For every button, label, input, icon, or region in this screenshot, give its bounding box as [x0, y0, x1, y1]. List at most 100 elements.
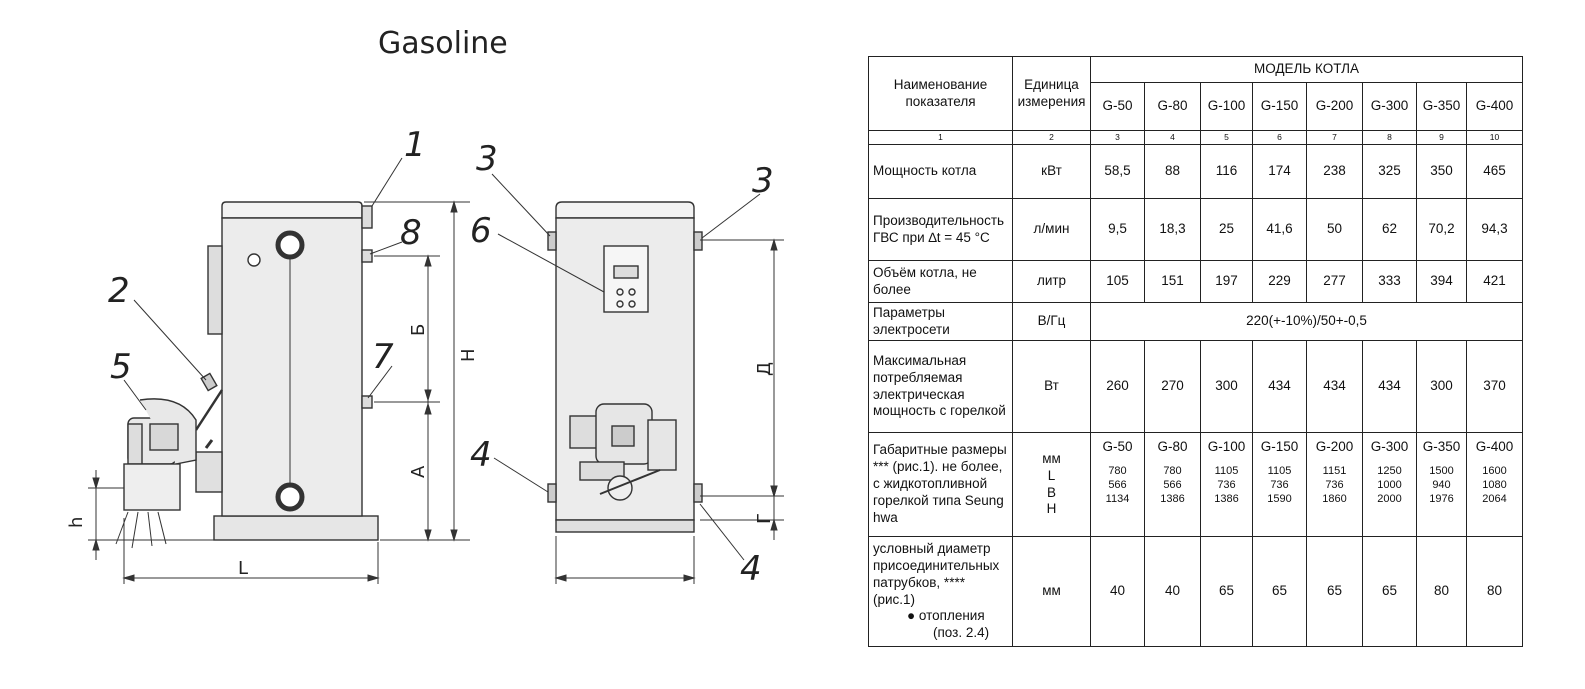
dim-label-G: Г [754, 513, 775, 524]
callout-7: 7 [372, 337, 394, 377]
cell: 65 [1200, 536, 1253, 647]
callout-4-right: 4 [740, 549, 762, 589]
cell: 80 [1466, 536, 1523, 647]
cell: 325 [1362, 144, 1417, 199]
cell: 70,2 [1416, 198, 1467, 261]
cell: 197 [1200, 260, 1253, 303]
callout-5: 5 [110, 347, 132, 387]
col-number: 5 [1200, 130, 1253, 145]
dim-b: 736 [1270, 479, 1289, 492]
cell: 151 [1144, 260, 1201, 303]
col-number: 7 [1306, 130, 1363, 145]
row-unit: литр [1012, 260, 1091, 303]
dim-b: 566 [1108, 479, 1127, 492]
cell: 25 [1200, 198, 1253, 261]
dim-h: 1386 [1214, 493, 1239, 506]
cell: 238 [1306, 144, 1363, 199]
unit-line: B [1046, 484, 1056, 500]
cell: 65 [1252, 536, 1307, 647]
model-group-header: МОДЕЛЬ КОТЛА [1090, 56, 1523, 83]
callout-2: 2 [108, 271, 130, 311]
dim-l: 1105 [1267, 464, 1292, 477]
model-header: G-100 [1200, 82, 1253, 131]
boiler-spec-table: Наименование показателя Единица измерени… [868, 56, 1523, 647]
boiler-drawings: 1 2 3 3 4 4 5 6 7 8 L Н Б А h Д Г [66, 125, 784, 589]
cell: 62 [1362, 198, 1417, 261]
col-number: 6 [1252, 130, 1307, 145]
dim-h: 2000 [1377, 493, 1402, 506]
dim-model: G-80 [1157, 439, 1188, 454]
cell: 116 [1200, 144, 1253, 199]
param-header: Наименование показателя [868, 56, 1013, 131]
dim-model: G-200 [1315, 439, 1354, 454]
dim-model: G-50 [1102, 439, 1133, 454]
model-header: G-200 [1306, 82, 1363, 131]
dim-l: 1105 [1214, 464, 1239, 477]
dimensions-row: Габаритные размеры *** (рис.1). не более… [868, 432, 1523, 537]
dim-label-h: h [66, 517, 87, 528]
dim-h: 2064 [1482, 493, 1507, 506]
unit-line: L [1047, 467, 1056, 483]
drawing-title: Gasoline [378, 26, 508, 61]
cell: 394 [1416, 260, 1467, 303]
dim-label-D: Д [754, 362, 775, 376]
dim-model: G-100 [1207, 439, 1246, 454]
row-unit: В/Гц [1012, 302, 1091, 341]
model-header: G-50 [1090, 82, 1145, 131]
front-dimensions [554, 238, 784, 584]
dim-h: 1590 [1267, 493, 1292, 506]
cell: 174 [1252, 144, 1307, 199]
cell: 277 [1306, 260, 1363, 303]
row-label-text: условный диаметр присоединительных патру… [873, 540, 1000, 607]
cell: 41,6 [1252, 198, 1307, 261]
cell: 370 [1466, 340, 1523, 433]
cell: 350 [1416, 144, 1467, 199]
dim-l: 780 [1108, 464, 1127, 477]
dim-label-H: Н [458, 348, 479, 362]
cell: 434 [1252, 340, 1307, 433]
unit-header: Единица измерения [1012, 56, 1091, 131]
model-header: G-350 [1416, 82, 1467, 131]
col-number: 2 [1012, 130, 1091, 145]
dim-h: 1386 [1160, 493, 1185, 506]
row-label-bullet: ● отопления [907, 608, 985, 624]
col-number: 9 [1416, 130, 1467, 145]
table-row: Мощность котла кВт 58,5 88 116 174 238 3… [868, 144, 1523, 199]
model-header: G-150 [1252, 82, 1307, 131]
model-header: G-400 [1466, 82, 1523, 131]
dim-l: 1151 [1322, 464, 1347, 477]
row-label: Производительность ГВС при ∆t = 45 °C [868, 198, 1013, 261]
cell: 50 [1306, 198, 1363, 261]
cell: 58,5 [1090, 144, 1145, 199]
col-number: 4 [1144, 130, 1201, 145]
callout-6: 6 [470, 211, 492, 251]
connection-row: условный диаметр присоединительных патру… [868, 536, 1523, 647]
cell: 333 [1362, 260, 1417, 303]
cell: 65 [1306, 536, 1363, 647]
cell: 434 [1362, 340, 1417, 433]
dim-b: 736 [1325, 479, 1344, 492]
model-header: G-80 [1144, 82, 1201, 131]
side-view [115, 201, 379, 549]
dim-h: 1134 [1105, 493, 1130, 506]
dim-h: 1976 [1429, 493, 1454, 506]
dim-label-L: L [238, 558, 248, 579]
table-row: Максимальная потребляемая электрическая … [868, 340, 1523, 433]
dim-l: 1600 [1482, 464, 1507, 477]
cell: 465 [1466, 144, 1523, 199]
col-number: 3 [1090, 130, 1145, 145]
col-number: 1 [868, 130, 1013, 145]
cell: 65 [1362, 536, 1417, 647]
row-label: Мощность котла [868, 144, 1013, 199]
cell: 94,3 [1466, 198, 1523, 261]
cell: 434 [1306, 340, 1363, 433]
dim-model: G-150 [1260, 439, 1299, 454]
dim-label-B: Б [408, 324, 429, 336]
table-row: Производительность ГВС при ∆t = 45 °C л/… [868, 198, 1523, 261]
row-label: условный диаметр присоединительных патру… [868, 536, 1013, 647]
row-label: Габаритные размеры *** (рис.1). не более… [868, 432, 1013, 537]
dim-model: G-300 [1370, 439, 1409, 454]
